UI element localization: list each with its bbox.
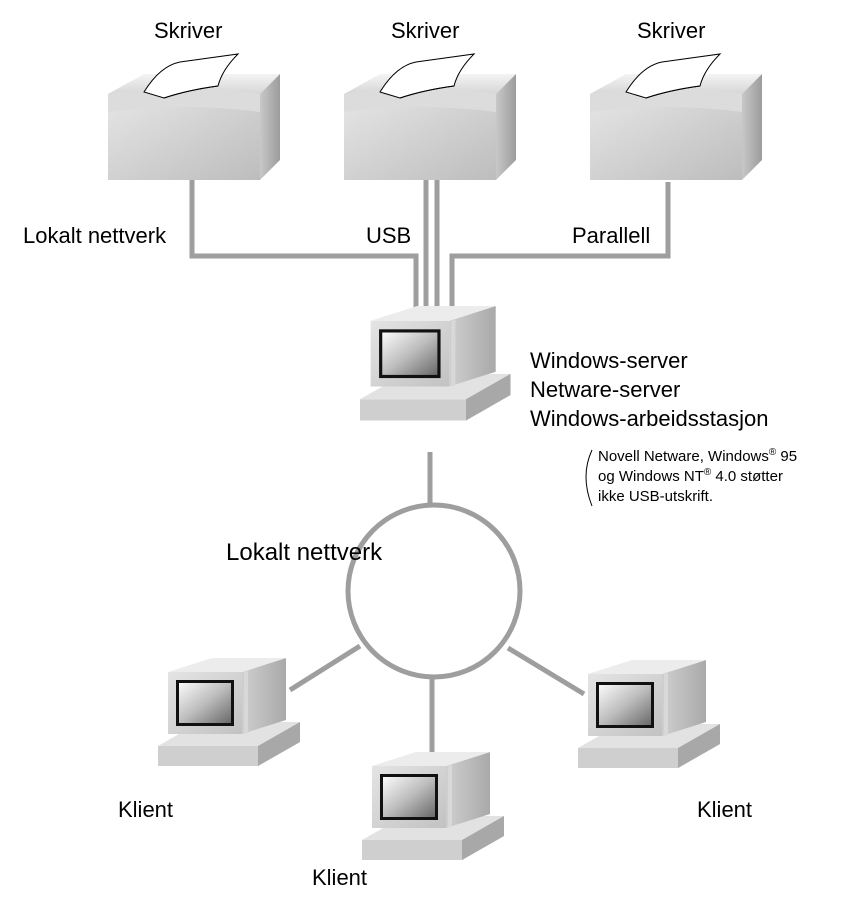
printer-label: Skriver bbox=[391, 18, 460, 43]
server-label-line: Netware-server bbox=[530, 377, 681, 402]
note-line: og Windows NT® 4.0 støtter bbox=[598, 467, 783, 486]
printer-cables bbox=[189, 180, 671, 314]
server-label-line: Windows-server bbox=[530, 348, 688, 373]
client-computer-icon bbox=[158, 658, 300, 766]
client-label: Klient bbox=[118, 797, 174, 822]
lan-ring bbox=[345, 502, 523, 680]
printer-label: Skriver bbox=[637, 18, 706, 43]
note-bracket bbox=[585, 449, 593, 507]
parallel-cable bbox=[449, 182, 671, 310]
client-label: Klient bbox=[697, 797, 753, 822]
note-line: ikke USB-utskrift. bbox=[598, 488, 714, 505]
connection-label-parallel: Parallell bbox=[572, 223, 651, 248]
printer-label: Skriver bbox=[154, 18, 223, 43]
printer-icon bbox=[589, 53, 763, 181]
printer-icon bbox=[107, 53, 281, 181]
connection-label-usb: USB bbox=[366, 223, 412, 248]
printer-icon bbox=[343, 53, 517, 181]
server-label: Windows-server Netware-server Windows-ar… bbox=[530, 346, 768, 433]
usb-support-note: Novell Netware, Windows® 95 og Windows N… bbox=[598, 447, 797, 507]
server-computer-icon bbox=[360, 306, 511, 421]
server-label-line: Windows-arbeidsstasjon bbox=[530, 406, 769, 431]
note-line: Novell Netware, Windows® 95 bbox=[598, 447, 798, 466]
network-cable bbox=[189, 180, 419, 310]
lan-label: Lokalt nettverk bbox=[226, 539, 383, 566]
client-computer-icon bbox=[578, 660, 720, 768]
client-computer-icon bbox=[362, 752, 504, 860]
client-cables bbox=[288, 643, 586, 752]
connection-label-network: Lokalt nettverk bbox=[23, 223, 167, 248]
client-label: Klient bbox=[312, 865, 368, 890]
